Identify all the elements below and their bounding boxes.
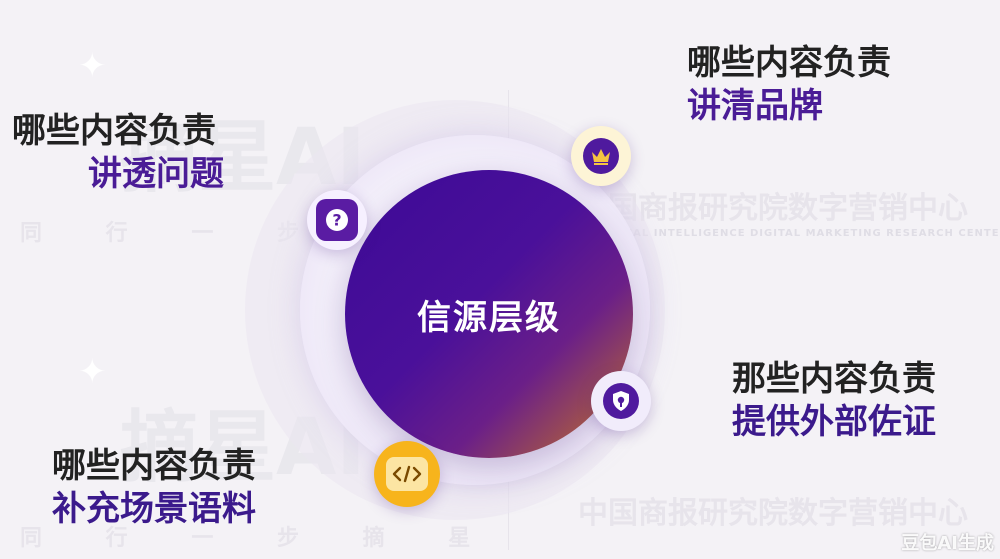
center-circle: 信源层级 bbox=[345, 170, 633, 458]
sparkle-icon-bottom: ✦ bbox=[78, 352, 107, 392]
svg-text:?: ? bbox=[332, 211, 341, 230]
node-title: 哪些内容负责 bbox=[52, 446, 256, 486]
watermark-slogan-bottom: 同 行 一 步 摘 星 bbox=[20, 526, 499, 551]
node-label-brand: 哪些内容负责 讲清品牌 bbox=[687, 42, 891, 127]
node-highlight: 讲清品牌 bbox=[687, 85, 823, 126]
sparkle-icon-top: ✦ bbox=[78, 46, 107, 86]
code-badge bbox=[374, 441, 440, 507]
ai-generated-mark: 豆包AI生成 bbox=[901, 533, 994, 554]
node-label-scenario: 哪些内容负责 补充场景语料 bbox=[52, 445, 256, 530]
node-title: 哪些内容负责 bbox=[687, 43, 891, 83]
node-label-evidence: 那些内容负责 提供外部佐证 bbox=[732, 358, 936, 443]
node-highlight: 提供外部佐证 bbox=[732, 401, 936, 442]
shield-badge bbox=[591, 371, 651, 431]
watermark-slogan-top: 同 行 一 步 bbox=[20, 221, 327, 246]
node-highlight: 讲透问题 bbox=[88, 153, 224, 194]
question-icon: ? bbox=[316, 199, 358, 241]
node-label-problem: 哪些内容负责 讲透问题 bbox=[12, 110, 224, 195]
node-highlight: 补充场景语料 bbox=[52, 488, 256, 529]
node-title: 哪些内容负责 bbox=[12, 111, 216, 151]
node-title: 那些内容负责 bbox=[732, 359, 936, 399]
watermark-org-bottom: 中国商报研究院数字营销中心 bbox=[578, 496, 968, 531]
shield-badge-icon bbox=[603, 383, 639, 419]
watermark-org-en-top: ARTIFICIAL INTELLIGENCE DIGITAL MARKETIN… bbox=[578, 228, 1000, 239]
question-badge: ? bbox=[307, 190, 367, 250]
center-label: 信源层级 bbox=[417, 297, 561, 338]
crown-badge bbox=[571, 126, 631, 186]
crown-icon bbox=[583, 138, 619, 174]
code-icon bbox=[386, 457, 428, 491]
